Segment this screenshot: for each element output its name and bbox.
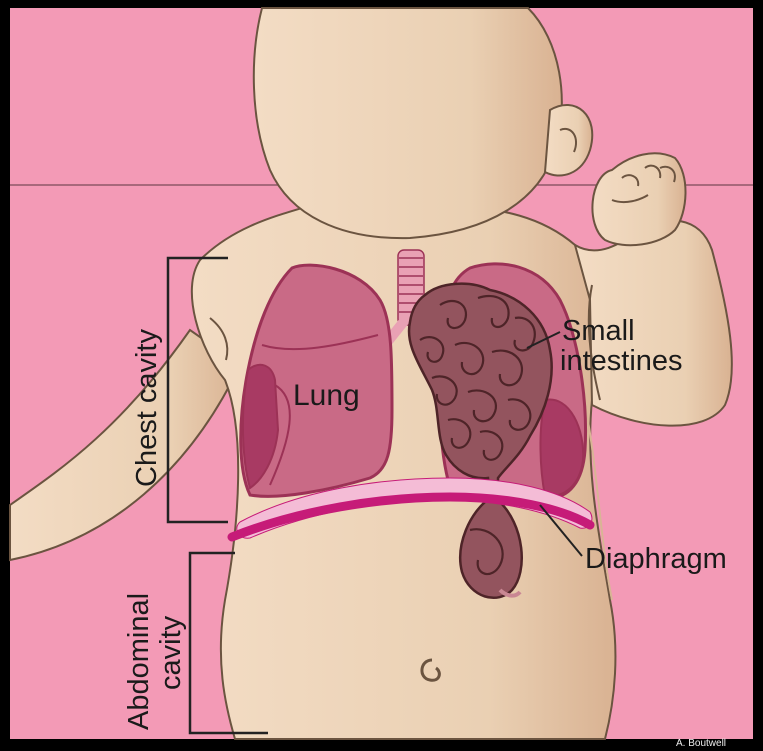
label-abdominal-line2: cavity (155, 615, 187, 690)
head (254, 8, 562, 238)
label-small-intestines-line1: Small (562, 315, 635, 347)
artist-credit: A. Boutwell (676, 738, 726, 749)
label-small-intestines-line2: intestines (560, 345, 683, 377)
label-lung: Lung (293, 379, 360, 412)
label-chest-cavity: Chest cavity (131, 329, 163, 487)
label-diaphragm: Diaphragm (585, 543, 727, 575)
label-abdominal-line1: Abdominal (123, 593, 155, 730)
